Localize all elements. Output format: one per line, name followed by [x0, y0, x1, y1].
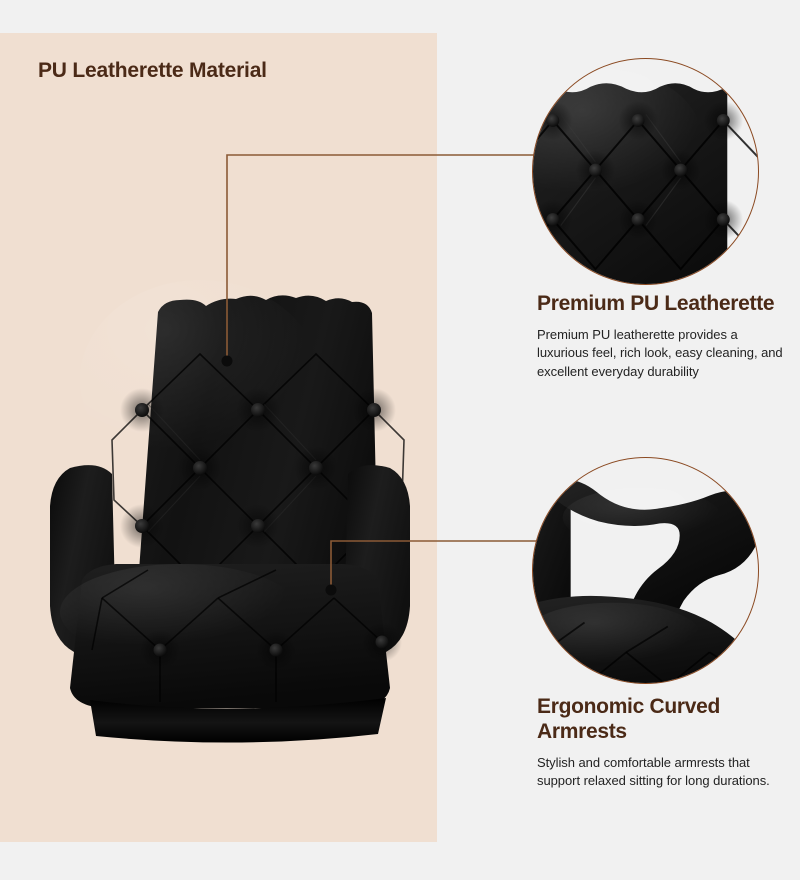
callout-circle-leatherette-texture — [532, 58, 759, 285]
feature-title-leatherette: Premium PU Leatherette — [537, 292, 775, 315]
callout-circle-curved-armrest — [532, 457, 759, 684]
feature-body-leatherette: Premium PU leatherette provides a luxuri… — [537, 326, 783, 379]
product-image-chair — [30, 250, 430, 760]
feature-block-1: Premium PU Leatherette Premium PU leathe… — [537, 292, 787, 381]
feature-title-armrests: Ergonomic Curved Armrests — [537, 695, 721, 743]
feature-body-armrests: Stylish and comfortable armrests that su… — [537, 754, 770, 788]
zoom-detail-curved-armrest-icon — [533, 478, 758, 683]
zoom-detail-tufted-leather-texture-icon — [533, 68, 758, 284]
feature-block-2: Ergonomic Curved Armrests Stylish and co… — [537, 695, 787, 790]
page-title: PU Leatherette Material — [38, 59, 267, 82]
